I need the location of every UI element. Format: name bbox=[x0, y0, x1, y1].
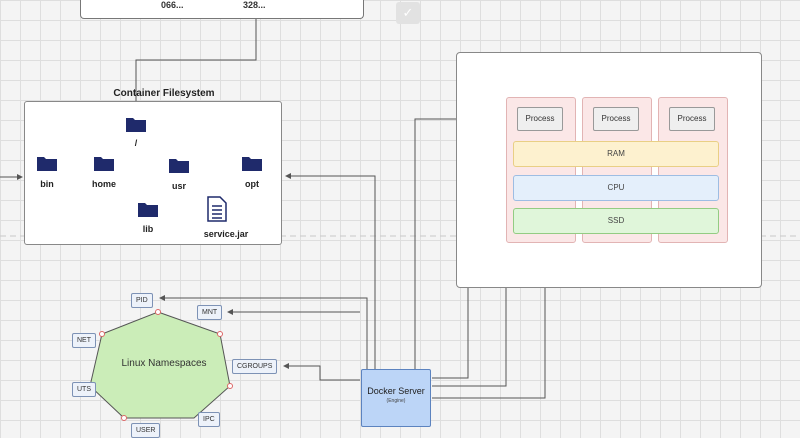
top-table-box: 066... 328... bbox=[80, 0, 364, 19]
folder-usr-icon bbox=[169, 159, 189, 173]
file-icon bbox=[207, 196, 227, 222]
filesystem-title: Container Filesystem bbox=[113, 88, 215, 99]
process-box-3: Process bbox=[669, 107, 715, 131]
docker-server-subtitle: (Engine) bbox=[386, 398, 406, 404]
file-service-jar-label: service.jar bbox=[203, 229, 249, 239]
docker-server-title: Docker Server bbox=[367, 386, 425, 396]
namespaces-label: Linux Namespaces bbox=[121, 358, 207, 369]
top-value-left: 066... bbox=[161, 0, 184, 10]
process-box-2: Process bbox=[593, 107, 639, 131]
cpu-bar: CPU bbox=[513, 175, 719, 201]
namespace-tag-user: USER bbox=[131, 423, 161, 438]
namespace-tag-pid: PID bbox=[131, 293, 153, 308]
check-icon[interactable]: ✓ bbox=[396, 2, 420, 24]
folder-home-icon bbox=[94, 157, 114, 171]
folder-opt-label: opt bbox=[245, 179, 259, 189]
folder-home-label: home bbox=[91, 179, 116, 189]
namespace-tag-net: NET bbox=[72, 333, 96, 348]
folder-opt-icon bbox=[242, 157, 262, 171]
ram-bar: RAM bbox=[513, 141, 719, 167]
top-value-right: 328... bbox=[243, 0, 266, 10]
folder-usr-label: usr bbox=[171, 181, 186, 191]
root-label: / bbox=[134, 138, 138, 148]
namespace-tag-mnt: MNT bbox=[197, 305, 223, 320]
namespace-tag-cgroups: CGROUPS bbox=[232, 359, 278, 374]
root-folder-icon bbox=[126, 118, 146, 132]
process-box-1: Process bbox=[517, 107, 563, 131]
namespace-tag-ipc: IPC bbox=[198, 412, 220, 427]
namespace-tag-uts: UTS bbox=[72, 382, 96, 397]
container-filesystem-box bbox=[24, 101, 282, 245]
folder-bin-label: bin bbox=[40, 179, 54, 189]
ssd-bar: SSD bbox=[513, 208, 719, 234]
folder-bin-icon bbox=[37, 157, 57, 171]
docker-server-box: Docker Server (Engine) bbox=[361, 369, 431, 427]
folder-lib-icon bbox=[138, 203, 158, 217]
folder-lib-label: lib bbox=[142, 224, 154, 234]
